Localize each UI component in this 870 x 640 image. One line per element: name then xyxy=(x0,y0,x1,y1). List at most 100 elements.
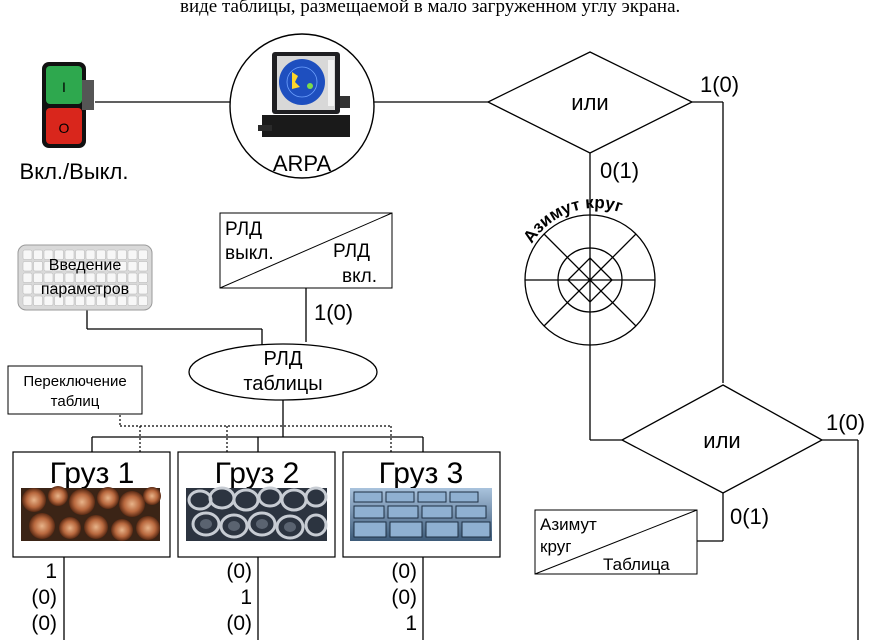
keyboard-key xyxy=(127,272,138,283)
rld-switch-value: 1(0) xyxy=(314,300,353,325)
keyboard-key xyxy=(22,249,33,260)
svg-text:Переключение: Переключение xyxy=(23,373,126,390)
keyboard-key xyxy=(127,249,138,260)
keyboard-key xyxy=(85,295,96,306)
keyboard-key xyxy=(85,272,96,283)
dotted-lines xyxy=(119,415,392,452)
keyboard-key xyxy=(127,261,138,272)
cargo-1-value-1: 1 xyxy=(45,560,57,583)
rld-on-line2: вкл. xyxy=(342,266,377,287)
keyboard-key xyxy=(33,249,43,260)
keyboard-key xyxy=(43,284,54,295)
keyboard-key xyxy=(33,284,43,295)
wire-coils-image xyxy=(186,486,328,541)
keyboard-key xyxy=(43,249,54,260)
keyboard-key xyxy=(138,284,148,295)
keyboard-key xyxy=(64,295,75,306)
keyboard-key xyxy=(138,295,148,306)
keyboard-key xyxy=(117,261,127,272)
arpa-label: ARPA xyxy=(273,151,332,176)
keyboard-key xyxy=(106,284,117,295)
header-text: виде таблицы, размещаемой в мало загруже… xyxy=(180,0,680,17)
keyboard-key xyxy=(75,295,85,306)
cargo-2-value-3: (0) xyxy=(226,612,252,635)
keyboard-key xyxy=(106,272,117,283)
rld-off-line2: выкл. xyxy=(225,243,274,264)
cargo-values: 1 (0) (0) (0) 1 (0) (0) (0) 1 xyxy=(31,560,417,635)
keyboard-key xyxy=(64,261,75,272)
keyboard-key xyxy=(22,284,33,295)
cargo-3-value-1: (0) xyxy=(391,560,417,583)
logs-image xyxy=(21,486,161,541)
svg-text:I: I xyxy=(62,79,66,95)
keyboard-key xyxy=(117,272,127,283)
or-gate-top-right-value: 1(0) xyxy=(700,72,739,97)
rld-on-line1: РЛД xyxy=(333,241,370,262)
keyboard-key xyxy=(43,295,54,306)
keyboard-key xyxy=(75,249,85,260)
keyboard-key xyxy=(33,295,43,306)
or-gate-bottom-label: или xyxy=(703,428,740,453)
cargo-3-value-3: 1 xyxy=(405,612,417,635)
svg-text:Азимут: Азимут xyxy=(540,515,597,534)
keyboard-key xyxy=(54,295,64,306)
cargo-2-value-2: 1 xyxy=(240,586,252,609)
cargo-2-title: Груз 2 xyxy=(215,457,300,490)
or-gate-top-bottom-value: 0(1) xyxy=(600,158,639,183)
keyboard-key xyxy=(43,272,54,283)
keyboard-key xyxy=(75,261,85,272)
keyboard-key xyxy=(127,284,138,295)
keyboard-key xyxy=(96,249,106,260)
or-gate-top xyxy=(486,51,694,154)
radar-display-icon xyxy=(258,52,350,137)
power-button-icon: I O xyxy=(42,62,94,148)
keyboard-key xyxy=(54,261,64,272)
cargo-3-title: Груз 3 xyxy=(379,457,464,490)
cargo-box-3: Груз 3 xyxy=(342,451,501,558)
keyboard-label-line2: параметров xyxy=(41,281,129,298)
keyboard-key xyxy=(106,261,117,272)
rld-off-line1: РЛД xyxy=(225,219,262,240)
keyboard-key xyxy=(96,295,106,306)
power-label: Вкл./Выкл. xyxy=(20,159,129,184)
or-gate-bottom-bottom-value: 0(1) xyxy=(730,504,769,529)
cargo-1-title: Груз 1 xyxy=(50,457,135,490)
keyboard-key xyxy=(96,272,106,283)
or-gate-bottom xyxy=(620,384,824,494)
azimuth-circle xyxy=(524,214,656,346)
keyboard-key xyxy=(127,295,138,306)
keyboard-key xyxy=(22,295,33,306)
cargo-box-2: Груз 2 xyxy=(177,451,336,558)
keyboard-key xyxy=(138,272,148,283)
azimuth-table-switch: Азимут круг Таблица xyxy=(534,509,698,575)
svg-text:круг: круг xyxy=(540,537,571,556)
keyboard-key xyxy=(138,249,148,260)
keyboard-label-line1: Введение xyxy=(49,257,122,274)
keyboard-key xyxy=(33,261,43,272)
or-gate-bottom-right-value: 1(0) xyxy=(826,410,865,435)
rld-tables-line1: РЛД xyxy=(264,348,303,370)
cargo-box-1: Груз 1 xyxy=(12,451,171,558)
rld-switch: РЛД выкл. РЛД вкл. xyxy=(219,212,393,289)
keyboard-key xyxy=(85,261,96,272)
keyboard-key xyxy=(106,249,117,260)
keyboard-key xyxy=(85,249,96,260)
keyboard-key xyxy=(117,284,127,295)
cargo-3-value-2: (0) xyxy=(391,586,417,609)
rld-tables-node xyxy=(188,343,378,401)
keyboard-key xyxy=(64,249,75,260)
svg-text:O: O xyxy=(59,120,70,136)
keyboard-key xyxy=(75,284,85,295)
cargo-1-value-2: (0) xyxy=(31,586,57,609)
keyboard-key xyxy=(138,261,148,272)
cargo-2-value-1: (0) xyxy=(226,560,252,583)
keyboard-key xyxy=(75,272,85,283)
keyboard-key xyxy=(22,272,33,283)
connection-lines xyxy=(63,101,859,640)
svg-text:Таблица: Таблица xyxy=(603,555,670,574)
or-gate-top-label: или xyxy=(571,90,608,115)
keyboard-key xyxy=(33,272,43,283)
keyboard-key xyxy=(54,249,64,260)
metal-ingots-image xyxy=(350,488,492,541)
